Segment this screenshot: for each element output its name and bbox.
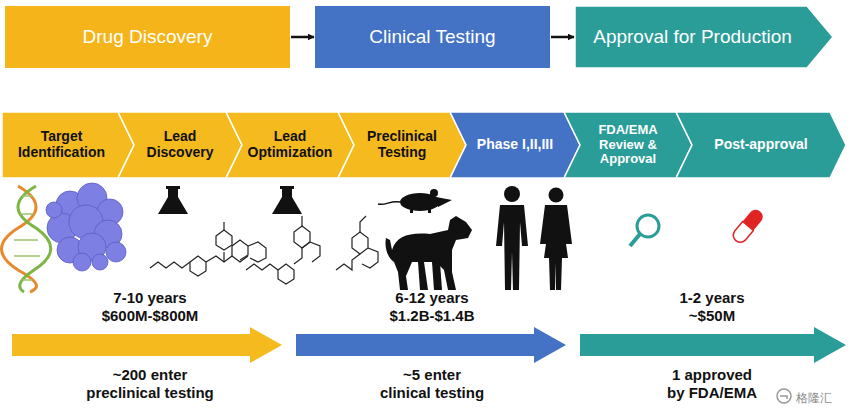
- node-text: Post-approval: [714, 137, 807, 153]
- node-text: FDA/EMA Review & Approval: [583, 123, 673, 167]
- text-area: Phase I,II,III: [450, 112, 580, 178]
- node-text: Lead Discovery: [137, 129, 223, 160]
- shape-fill: [2, 112, 134, 178]
- node-text: Phase I,II,III: [477, 137, 553, 153]
- node-text: Approval for Production: [593, 26, 792, 47]
- shape-fill: [564, 112, 692, 178]
- text-area: Lead Discovery: [118, 112, 242, 178]
- step-chevron: Lead Discovery: [118, 112, 242, 178]
- cost-label: ~$50M: [632, 307, 792, 325]
- shape-fill: [450, 112, 580, 178]
- molecule-structure: [336, 216, 378, 270]
- shape-fill: [226, 112, 354, 178]
- shape-fill: [118, 112, 242, 178]
- stage-box: Clinical Testing: [315, 6, 550, 68]
- step-chevron: Lead Optimization: [226, 112, 354, 178]
- shape-fill: [338, 112, 466, 178]
- cost-label: $1.2B-$1.4B: [352, 307, 512, 325]
- flask-icon: [158, 186, 302, 214]
- dog-silhouette: [385, 216, 472, 290]
- shape-fill: [676, 112, 846, 178]
- text-area: Approval for Production: [575, 6, 833, 68]
- dna-helix: [2, 186, 51, 292]
- magnifier-icon: [630, 215, 659, 246]
- text-area: Lead Optimization: [226, 112, 354, 178]
- node-text: Clinical Testing: [369, 26, 495, 47]
- attrition-label: ~200 enter preclinical testing: [80, 366, 220, 402]
- flow-arrow: [551, 36, 574, 39]
- shape-fill: [315, 6, 550, 68]
- node-text: Target Identification: [8, 129, 115, 160]
- shape-fill: [5, 6, 290, 68]
- human-silhouette: [496, 186, 572, 290]
- shape-fill: [575, 6, 833, 68]
- duration-label: 7-10 years: [70, 289, 230, 307]
- duration-label: 1-2 years: [632, 289, 792, 307]
- text-area: Drug Discovery: [5, 6, 290, 68]
- step-chevron: Preclinical Testing: [338, 112, 466, 178]
- stage-arrow-box: Approval for Production: [575, 6, 833, 68]
- step-chevron: FDA/EMA Review & Approval: [564, 112, 692, 178]
- text-area: Preclinical Testing: [338, 112, 466, 178]
- watermark-logo: [777, 389, 791, 403]
- watermark-text: 格隆汇: [790, 389, 838, 407]
- text-area: Clinical Testing: [315, 6, 550, 68]
- timeline-arrow: [580, 327, 846, 363]
- step-chevron: Target Identification: [2, 112, 134, 178]
- timeline-arrow: [296, 327, 566, 363]
- text-area: Target Identification: [2, 112, 134, 178]
- text-area: FDA/EMA Review & Approval: [564, 112, 692, 178]
- text-area: Post-approval: [676, 112, 846, 178]
- attrition-label: ~5 enter clinical testing: [377, 366, 487, 402]
- node-text: Drug Discovery: [83, 26, 213, 47]
- node-text: Lead Optimization: [245, 129, 335, 160]
- step-chevron: Phase I,II,III: [450, 112, 580, 178]
- step-chevron: Post-approval: [676, 112, 846, 178]
- attrition-label: 1 approved by FDA/EMA: [662, 366, 762, 402]
- flow-arrow: [291, 36, 314, 39]
- molecule-structure: [246, 216, 320, 284]
- node-text: Preclinical Testing: [357, 129, 447, 160]
- protein-structure: [46, 183, 126, 271]
- duration-label: 6-12 years: [352, 289, 512, 307]
- cost-label: $600M-$800M: [70, 307, 230, 325]
- stage-box: Drug Discovery: [5, 6, 290, 68]
- pill-icon: [730, 207, 765, 245]
- mouse-silhouette: [378, 189, 452, 213]
- timeline-arrow: [12, 327, 282, 363]
